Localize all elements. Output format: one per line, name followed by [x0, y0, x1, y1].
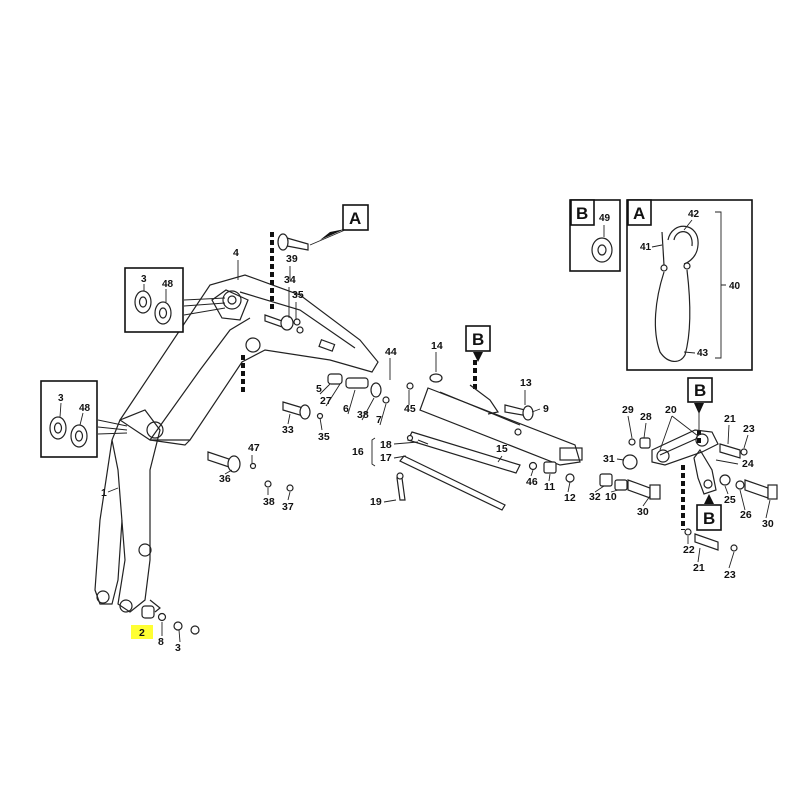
- pin-36: [207, 451, 294, 492]
- callout-3-upper: 3: [141, 274, 147, 285]
- callout-24: 24: [742, 458, 754, 470]
- arm-assembly: [94, 409, 191, 613]
- callout-7: 7: [376, 414, 382, 426]
- callout-48-lower: 48: [79, 403, 91, 414]
- callout-3-bottom: 3: [175, 642, 181, 654]
- callout-46: 46: [526, 476, 538, 488]
- callout-30-right: 30: [762, 518, 774, 530]
- callout-49: 49: [599, 213, 611, 224]
- callout-29: 29: [622, 404, 634, 416]
- callout-2-highlight[interactable]: 2: [131, 625, 153, 639]
- callout-25: 25: [724, 494, 736, 506]
- callout-23-top: 23: [743, 423, 755, 435]
- ref-box-b-right-bottom: B: [696, 494, 722, 531]
- callout-13: 13: [520, 377, 532, 389]
- callout-16: 16: [352, 446, 364, 458]
- callout-40: 40: [729, 281, 741, 292]
- callout-5: 5: [316, 383, 322, 395]
- callout-19: 19: [370, 496, 382, 508]
- callout-31: 31: [603, 453, 615, 465]
- callout-9: 9: [543, 403, 549, 415]
- callout-17: 17: [380, 452, 392, 464]
- callout-47: 47: [248, 442, 260, 454]
- callout-36: 36: [219, 473, 231, 485]
- pin-set-bottom: [141, 605, 200, 635]
- svg-text:B: B: [694, 381, 706, 400]
- pin-33: [282, 401, 324, 420]
- ref-box-b-right-top: B: [687, 377, 713, 430]
- bushings-46-11-12: [528, 461, 575, 483]
- callout-35-top: 35: [292, 289, 304, 301]
- callout-21-top: 21: [724, 413, 736, 425]
- callout-3-lower: 3: [58, 393, 64, 404]
- callout-8: 8: [158, 636, 164, 648]
- callout-35-mid: 35: [318, 431, 330, 443]
- callout-41: 41: [640, 242, 652, 253]
- callout-12: 12: [564, 492, 576, 504]
- leader-lines-lower-washers: [97, 419, 128, 435]
- callout-11: 11: [544, 481, 555, 493]
- leader-lines-upper-washers: [183, 297, 226, 316]
- callout-4: 4: [233, 247, 239, 259]
- callout-37: 37: [282, 501, 294, 513]
- callout-48-upper: 48: [162, 279, 174, 290]
- callout-28: 28: [640, 411, 652, 423]
- callout-44: 44: [385, 346, 397, 358]
- inset-ref-a: A: [633, 204, 645, 223]
- washer-box-lower: 3 48: [40, 380, 98, 458]
- ref-box-b-mid: B: [465, 325, 491, 362]
- svg-text:B: B: [703, 509, 715, 528]
- callout-22: 22: [683, 544, 695, 556]
- callout-32: 32: [589, 491, 601, 503]
- callout-23-bottom: 23: [724, 569, 736, 581]
- callout-42: 42: [688, 209, 700, 220]
- callout-21-bottom: 21: [693, 562, 705, 574]
- callout-10: 10: [605, 491, 617, 503]
- svg-text:B: B: [472, 330, 484, 349]
- detail-inset: B A 49 42 41 43 40: [569, 199, 753, 371]
- callout-38-top: 38: [357, 409, 369, 421]
- cylinder-9: [419, 373, 583, 466]
- callout-26: 26: [740, 509, 752, 521]
- linkage-20: [651, 429, 719, 495]
- callout-43: 43: [697, 348, 709, 359]
- pin-39: [277, 233, 309, 251]
- ref-box-a-top: A: [309, 204, 369, 246]
- callout-14: 14: [431, 340, 443, 352]
- bracket-16: [371, 437, 376, 467]
- pin-set-upper: [327, 373, 414, 404]
- pin-34: [264, 314, 301, 331]
- callout-33: 33: [282, 424, 294, 436]
- callout-20: 20: [665, 404, 677, 416]
- svg-text:A: A: [349, 209, 361, 228]
- svg-text:2: 2: [139, 627, 145, 639]
- callout-45: 45: [404, 403, 416, 415]
- pins-right-lower: [599, 454, 778, 500]
- callout-27: 27: [320, 395, 332, 407]
- callout-18: 18: [380, 439, 392, 451]
- pins-bottom-22-21-23: [684, 528, 738, 552]
- rod-15-17: [396, 431, 521, 511]
- washer-box-upper: 3 48: [124, 267, 184, 333]
- callout-leaders: [107, 260, 771, 643]
- callout-39: 39: [286, 253, 298, 265]
- callout-15: 15: [496, 443, 508, 455]
- pins-right-upper: [628, 437, 748, 459]
- callout-6: 6: [343, 403, 349, 415]
- callout-1: 1: [101, 487, 107, 499]
- callout-30-mid: 30: [637, 506, 649, 518]
- callout-38-low: 38: [263, 496, 275, 508]
- inset-ref-b: B: [576, 204, 588, 223]
